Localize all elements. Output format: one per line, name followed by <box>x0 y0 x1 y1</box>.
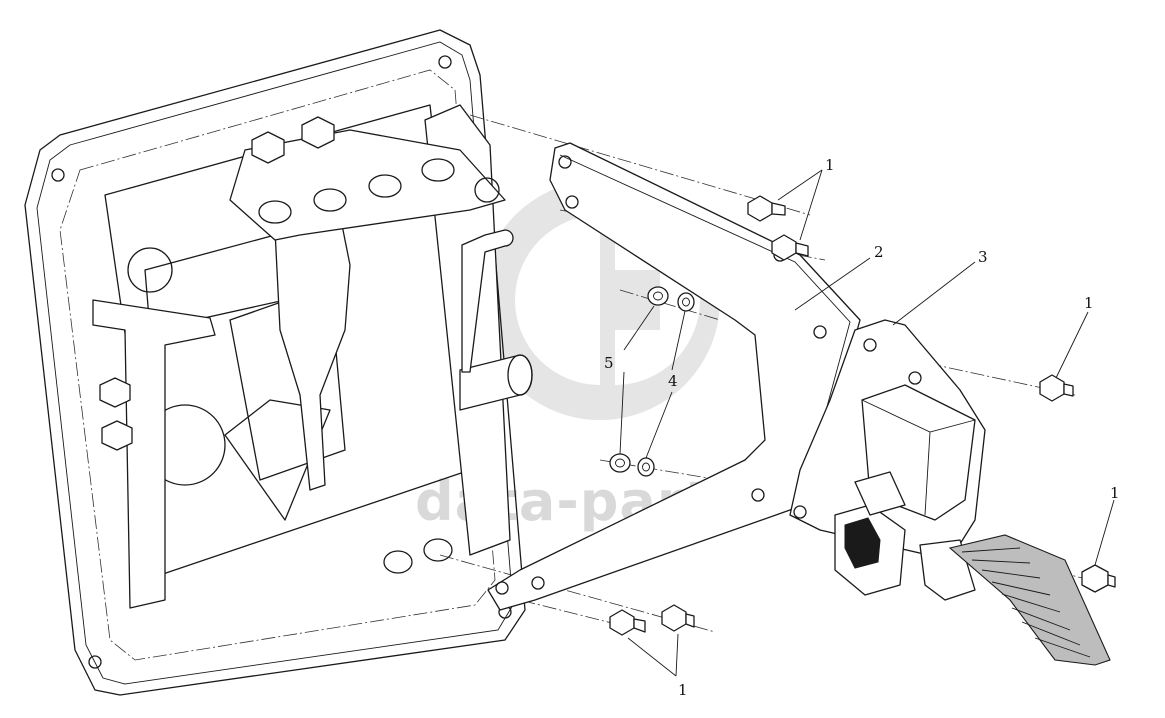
bolt <box>609 609 646 636</box>
bracket-pivot <box>474 177 500 203</box>
watermark-logo <box>480 180 720 420</box>
fasteners <box>609 195 1116 636</box>
hex-bolt-head <box>101 420 133 451</box>
bracket-hole <box>258 200 292 224</box>
plate-hole <box>438 55 452 69</box>
sensor-bracket-hole <box>793 505 807 519</box>
bracket-hole <box>421 158 455 182</box>
nut <box>647 286 669 306</box>
adapter-hole <box>565 195 579 209</box>
bolt <box>661 604 695 632</box>
bolt <box>771 234 809 261</box>
callout-2: 2 <box>874 243 884 261</box>
left-side-wall <box>92 299 216 609</box>
mounting-plate-recess <box>59 69 496 661</box>
sensor-bracket-hole <box>908 371 922 385</box>
washer <box>677 292 695 312</box>
accelerator-pedal-module <box>834 384 1111 666</box>
callout-1-lower-right: 1 <box>1110 484 1120 502</box>
plate-hole <box>88 655 102 669</box>
mounting-plate-outer <box>24 29 526 696</box>
hex-bolt-head <box>251 131 285 164</box>
plate-hole <box>51 168 65 182</box>
pedal-lever <box>274 214 351 491</box>
hex-bolt-head <box>99 377 131 408</box>
callouts: 1 1 1 1 2 3 4 5 <box>604 156 1120 699</box>
adapter-hole <box>531 576 545 590</box>
bracket-hole <box>313 188 347 212</box>
bolt <box>1039 374 1074 402</box>
pedal-box-hole <box>127 247 173 293</box>
mounting-plate-flange <box>36 41 514 685</box>
connector-latch <box>854 471 906 516</box>
callout-5: 5 <box>604 354 614 372</box>
bushing <box>423 538 453 562</box>
adapter-hole <box>558 155 572 169</box>
sensor-bracket-hole <box>863 338 877 352</box>
bracket-hole <box>368 174 402 198</box>
bushing <box>383 550 413 574</box>
adapter-hole <box>813 325 827 339</box>
pivot-shaft-end <box>507 354 533 396</box>
callout-1-right: 1 <box>1084 294 1094 312</box>
adapter-bracket <box>487 142 861 611</box>
adapter-bracket-outline <box>487 142 861 611</box>
hex-bolt-head <box>301 116 335 149</box>
connector-socket <box>844 517 881 569</box>
leader-lines <box>619 169 1115 677</box>
pedal-pad <box>948 534 1111 666</box>
adapter-hole <box>495 581 509 595</box>
pedal-pad-ribs <box>961 547 1091 658</box>
washer <box>637 457 655 477</box>
pedal-box-rib <box>224 399 331 521</box>
callout-4: 4 <box>668 372 678 390</box>
spring-pin <box>461 229 514 373</box>
bolt <box>1081 564 1116 593</box>
nut <box>609 453 631 473</box>
mounting-plate <box>24 29 533 696</box>
callout-1-top: 1 <box>825 156 835 174</box>
callout-1-bottom: 1 <box>678 681 688 699</box>
adapter-hole <box>751 488 765 502</box>
bolt <box>747 195 786 222</box>
callout-3: 3 <box>978 248 988 266</box>
